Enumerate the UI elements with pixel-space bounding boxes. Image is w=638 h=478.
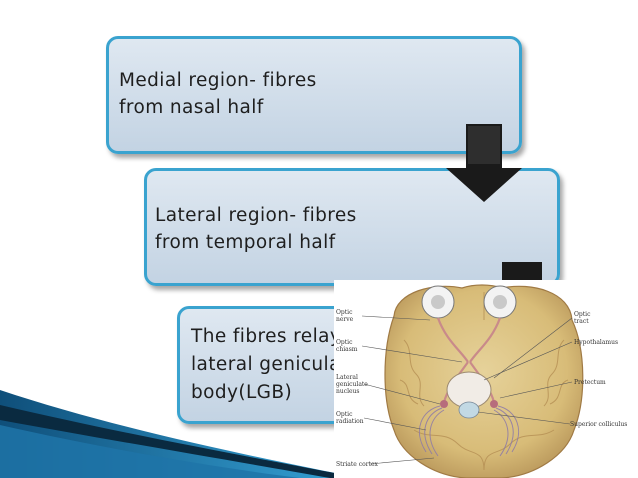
figure-label-superior-colliculus: Superior colliculus xyxy=(570,421,628,428)
figure-label-striate-cortex: Striate cortex xyxy=(336,461,378,468)
box-text-line: The fibres relay in xyxy=(191,326,366,347)
flow-box-text: The fibres relay in lateral geniculate b… xyxy=(191,323,365,407)
brain-illustration xyxy=(361,284,584,478)
box-text-line: from nasal half xyxy=(119,97,264,118)
flow-box-lateral-region: Lateral region- fibres from temporal hal… xyxy=(144,168,560,286)
box-text-line: Lateral region- fibres xyxy=(155,205,357,226)
down-arrow-icon xyxy=(446,124,522,202)
box-text-line: Medial region- fibres xyxy=(119,70,317,91)
flow-box-text: Medial region- fibres from nasal half xyxy=(119,67,317,121)
figure-label-hypothalamus: Hypothalamus xyxy=(574,339,619,346)
figure-label-pretectum: Pretectum xyxy=(574,379,606,386)
flow-box-text: Lateral region- fibres from temporal hal… xyxy=(155,202,357,256)
box-text-line: body(LGB) xyxy=(191,382,293,403)
flow-box-medial-region: Medial region- fibres from nasal half xyxy=(106,36,522,154)
box-text-line: lateral geniculate xyxy=(191,354,361,375)
box-text-line: from temporal half xyxy=(155,232,336,253)
